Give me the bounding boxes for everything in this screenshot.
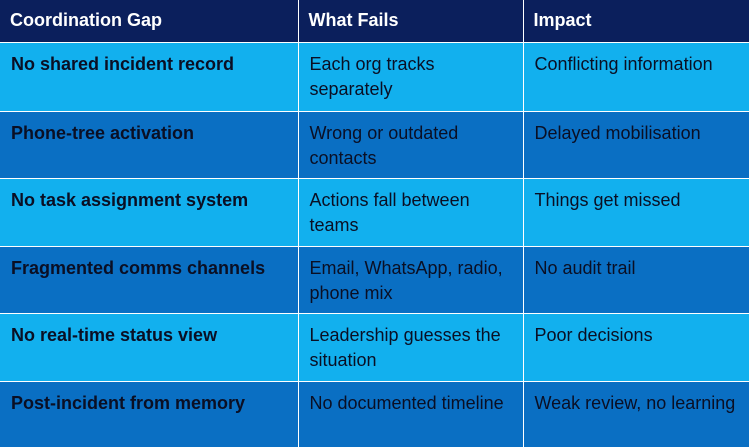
impact-cell: Things get missed (523, 178, 749, 247)
impact-cell: Weak review, no learning (523, 381, 749, 448)
header-coordination-gap: Coordination Gap (0, 0, 299, 43)
header-impact: Impact (523, 0, 749, 43)
table-body: No shared incident record Each org track… (0, 42, 749, 448)
table-row: No task assignment system Actions fall b… (0, 178, 749, 247)
gap-cell: Phone-tree activation (0, 111, 299, 179)
fails-cell: Actions fall between teams (298, 178, 524, 247)
gap-cell: No task assignment system (0, 178, 299, 247)
fails-cell: No documented timeline (298, 381, 524, 448)
header-what-fails: What Fails (298, 0, 524, 43)
gap-cell: No real-time status view (0, 313, 299, 382)
table-row: Fragmented comms channels Email, WhatsAp… (0, 246, 749, 314)
fails-cell: Leadership guesses the situation (298, 313, 524, 382)
table-row: No real-time status view Leadership gues… (0, 313, 749, 382)
impact-cell: Poor decisions (523, 313, 749, 382)
table-row: Phone-tree activation Wrong or outdated … (0, 111, 749, 179)
gap-cell: No shared incident record (0, 42, 299, 112)
fails-cell: Email, WhatsApp, radio, phone mix (298, 246, 524, 314)
header-row: Coordination Gap What Fails Impact (0, 0, 749, 43)
fails-cell: Each org tracks separately (298, 42, 524, 112)
table-row: Post-incident from memory No documented … (0, 381, 749, 448)
table-header: Coordination Gap What Fails Impact (0, 0, 749, 43)
table-row: No shared incident record Each org track… (0, 42, 749, 112)
impact-cell: Delayed mobilisation (523, 111, 749, 179)
impact-cell: No audit trail (523, 246, 749, 314)
impact-cell: Conflicting information (523, 42, 749, 112)
fails-cell: Wrong or outdated contacts (298, 111, 524, 179)
gap-cell: Post-incident from memory (0, 381, 299, 448)
gap-cell: Fragmented comms channels (0, 246, 299, 314)
